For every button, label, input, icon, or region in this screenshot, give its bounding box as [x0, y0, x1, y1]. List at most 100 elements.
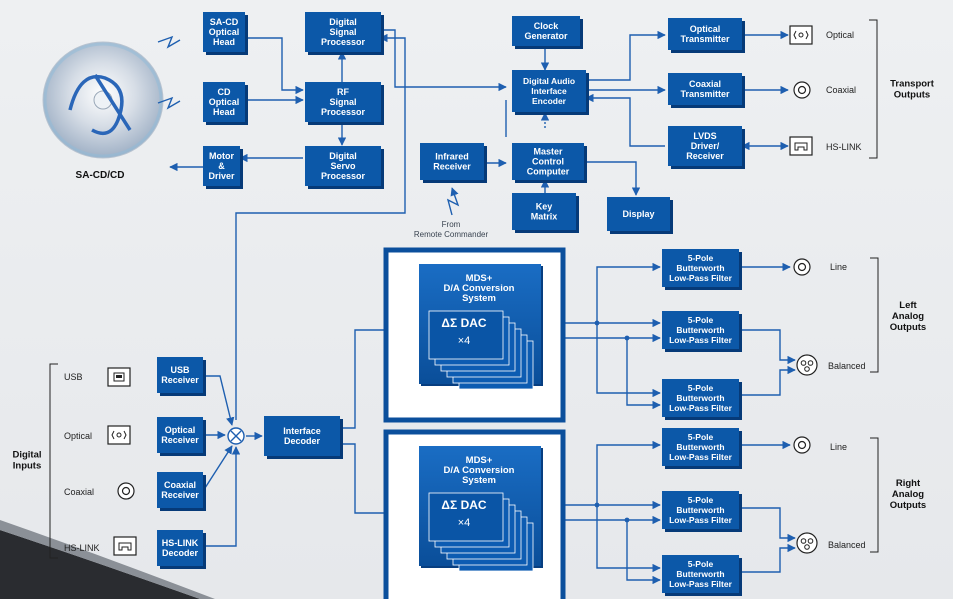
rf-signal-processor-block-label: Processor [321, 107, 366, 117]
dac-label: ΔΣ DAC [441, 316, 486, 330]
left-analog-outputs-label: Analog [892, 311, 924, 322]
digital-inputs-label: Digital [12, 450, 41, 461]
hslink-input-port-icon [113, 536, 137, 556]
interface-decoder-block-label: Decoder [284, 436, 321, 446]
hslink-output-port-icon [789, 136, 813, 156]
optical-output-port-icon [789, 25, 813, 45]
motor-driver-block-label: Driver [208, 171, 235, 181]
low-pass-filter-block-2-label: Low-Pass Filter [669, 335, 733, 345]
low-pass-filter-block-2-label: Butterworth [676, 325, 724, 335]
transport-bracket [869, 19, 878, 159]
device-edge [0, 520, 215, 599]
low-pass-filter-block-4-label: 5-Pole [688, 432, 714, 442]
coaxial-output-port-icon [793, 81, 811, 99]
left-balanced-output-icon [796, 354, 818, 376]
key-matrix-block-label: Matrix [531, 212, 558, 222]
coaxial-transmitter-block-label: Coaxial [689, 79, 721, 89]
left-balanced-label: Balanced [828, 361, 866, 371]
digital-input-label-coaxial: Coaxial [64, 487, 94, 497]
mixer-icon [227, 427, 245, 445]
hslink-decoder-block-label: Decoder [162, 548, 199, 558]
digital-servo-processor-block-label: Processor [321, 171, 366, 181]
low-pass-filter-block-4-label: Low-Pass Filter [669, 452, 733, 462]
digital-servo-processor-block-label: Digital [329, 151, 357, 161]
optical-transmitter-block-label: Optical [690, 24, 721, 34]
mds-title: D/A Conversion [444, 465, 515, 476]
key-matrix-block-label: Key [536, 202, 553, 212]
lvds-driver-receiver-block-label: Receiver [686, 151, 724, 161]
low-pass-filter-block-6-label: Butterworth [676, 569, 724, 579]
remote-commander-label: Remote Commander [414, 230, 489, 239]
digital-audio-interface-encoder-block-label: Digital Audio [523, 76, 575, 86]
master-control-computer-block-label: Control [532, 157, 564, 167]
infrared-receiver-block-label: Infrared [435, 152, 469, 162]
transport-port-label-hslink: HS-LINK [826, 142, 862, 152]
digital-input-label-hslink: HS-LINK [64, 543, 100, 553]
digital-audio-interface-encoder-block-label: Interface [531, 86, 567, 96]
low-pass-filter-block-5-label: Low-Pass Filter [669, 515, 733, 525]
left-analog-outputs-label: Outputs [890, 322, 926, 333]
digital-signal-processor-block-label: Signal [329, 27, 356, 37]
low-pass-filter-block-3-label: Butterworth [676, 393, 724, 403]
remote-commander-label: From [442, 220, 461, 229]
coaxial-receiver-block-label: Receiver [161, 490, 199, 500]
signal-squiggle [157, 35, 181, 49]
optical-receiver-block-label: Receiver [161, 435, 199, 445]
display-block-label: Display [622, 209, 654, 219]
low-pass-filter-block-1-label: 5-Pole [688, 253, 714, 263]
motor-driver-block-label: Motor [209, 151, 234, 161]
right-line-label: Line [830, 442, 847, 452]
left-analog-bracket [870, 257, 879, 373]
disc-icon [42, 41, 164, 159]
low-pass-filter-block-3-label: Low-Pass Filter [669, 403, 733, 413]
transport-outputs-label: Transport [890, 79, 935, 90]
sacd-optical-head-block-label: Optical [209, 27, 240, 37]
optical-receiver-block-label: Optical [165, 425, 196, 435]
lvds-driver-receiver-block-label: LVDS [693, 131, 716, 141]
disc-label: SA-CD/CD [76, 170, 125, 181]
usb-input-port-icon [107, 367, 131, 387]
digital-servo-processor-block-label: Servo [330, 161, 356, 171]
right-balanced-output-icon [796, 532, 818, 554]
low-pass-filter-block-1-label: Butterworth [676, 263, 724, 273]
master-control-computer-block-label: Master [533, 147, 563, 157]
digital-signal-processor-block-label: Processor [321, 37, 366, 47]
low-pass-filter-block-3-label: 5-Pole [688, 383, 714, 393]
right-line-output-icon [793, 436, 811, 454]
rf-signal-processor-block-label: Signal [329, 97, 356, 107]
low-pass-filter-block-4-label: Butterworth [676, 442, 724, 452]
low-pass-filter-block-6-label: 5-Pole [688, 559, 714, 569]
infrared-receiver-block-label: Receiver [433, 162, 471, 172]
dac-multiplier: ×4 [458, 517, 471, 529]
coaxial-transmitter-block-label: Transmitter [680, 89, 730, 99]
dac-multiplier: ×4 [458, 335, 471, 347]
optical-input-port-icon [107, 425, 131, 445]
digital-audio-interface-encoder-block-label: Encoder [532, 96, 567, 106]
rf-signal-processor-block-label: RF [337, 87, 349, 97]
right-analog-bracket [870, 437, 879, 553]
transport-outputs-label: Outputs [894, 90, 930, 101]
low-pass-filter-block-5-label: Butterworth [676, 505, 724, 515]
mds-title: MDS+ [466, 273, 493, 284]
motor-driver-block-label: & [218, 161, 225, 171]
sacd-optical-head-block-label: Head [213, 37, 235, 47]
cd-optical-head-block-label: Optical [209, 97, 240, 107]
coaxial-input-port-icon [117, 482, 135, 500]
mds-title: MDS+ [466, 455, 493, 466]
